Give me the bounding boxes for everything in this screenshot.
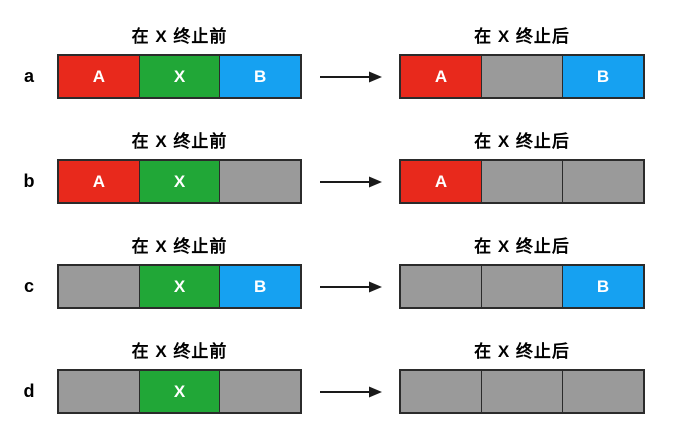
memory-block-x: X [138, 56, 220, 97]
memory-block-a: A [401, 56, 481, 97]
diagram-row: 在 X 终止前 在 X 终止后 d X [0, 317, 695, 422]
memory-block-x: X [138, 161, 220, 202]
after-bar: B [399, 264, 645, 309]
right-arrow-icon [302, 54, 399, 99]
right-arrow-icon [302, 264, 399, 309]
before-bar: X [57, 369, 302, 414]
row-label: c [23, 276, 34, 296]
memory-block-b: B [562, 266, 643, 307]
memory-block-free [219, 371, 301, 412]
right-arrow-icon [302, 369, 399, 414]
row-label: b [23, 171, 35, 191]
memory-block-free [481, 266, 562, 307]
memory-block-x: X [138, 266, 220, 307]
after-title: 在 X 终止后 [474, 237, 570, 256]
memory-block-x: X [138, 371, 220, 412]
row-label: d [23, 381, 35, 401]
memory-block-free [59, 266, 139, 307]
memory-block-free [401, 266, 481, 307]
memory-block-free [481, 56, 562, 97]
after-bar [399, 369, 645, 414]
memory-block-b: B [219, 56, 301, 97]
memory-block-free [481, 371, 562, 412]
before-title: 在 X 终止前 [131, 27, 228, 46]
after-title: 在 X 终止后 [474, 342, 570, 361]
memory-block-free [59, 371, 139, 412]
memory-block-free [219, 161, 301, 202]
before-title: 在 X 终止前 [131, 132, 228, 151]
memory-block-b: B [219, 266, 301, 307]
row-label: a [23, 66, 34, 86]
memory-block-a: A [59, 56, 139, 97]
memory-block-a: A [59, 161, 139, 202]
memory-block-b: B [562, 56, 643, 97]
before-title: 在 X 终止前 [131, 342, 228, 361]
after-bar: A [399, 159, 645, 204]
memory-block-free [481, 161, 562, 202]
memory-block-a: A [401, 161, 481, 202]
memory-block-free [562, 371, 643, 412]
memory-block-free [401, 371, 481, 412]
after-title: 在 X 终止后 [474, 27, 570, 46]
memory-block-free [562, 161, 643, 202]
right-arrow-icon [302, 159, 399, 204]
after-title: 在 X 终止后 [474, 132, 570, 151]
before-title: 在 X 终止前 [131, 237, 228, 256]
